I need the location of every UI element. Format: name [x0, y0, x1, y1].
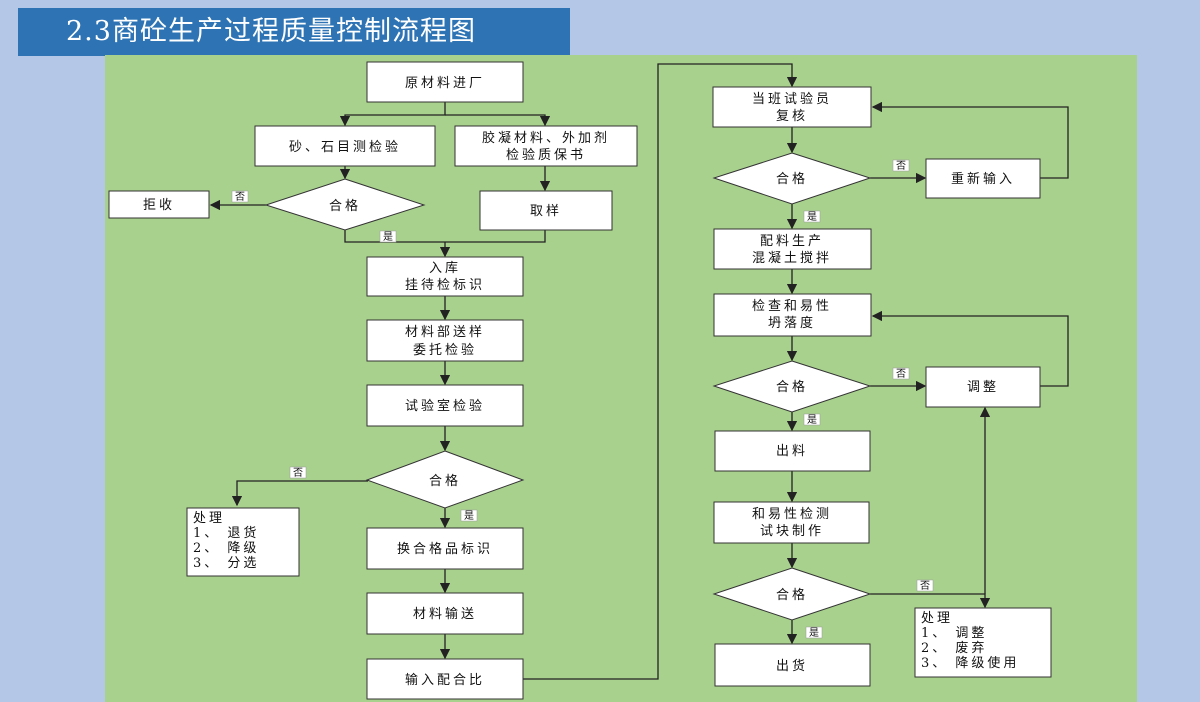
duty-tester-label-2: 复核: [776, 109, 808, 124]
lab-test-label: 试验室检验: [405, 398, 485, 414]
decision-pass-3: [712, 152, 872, 205]
gel-material-label: 胶凝材料、外加剂: [482, 130, 610, 146]
batching-label: 配料生产: [760, 234, 824, 249]
shipping-label: 出货: [776, 658, 808, 674]
duty-tester-label: 当班试验员: [752, 91, 832, 107]
decision-pass-2: [365, 450, 525, 509]
reject-box: [108, 190, 210, 219]
storage-box: [366, 256, 524, 297]
material-dept-label: 材料部送样: [405, 325, 485, 340]
duty-tester-box: [712, 86, 872, 128]
reinput-box: [925, 158, 1041, 199]
branch-labels: 否 是 否 是 否 是 否 是 否 是: [231, 159, 934, 639]
adjust-label: 调整: [967, 380, 999, 395]
process-2-item-3: 3、 降级使用: [921, 655, 1019, 671]
transport-box: [366, 592, 524, 635]
raw-material-label: 原材料进厂: [405, 76, 485, 91]
material-dept-label-2: 委托检验: [413, 342, 477, 358]
no-label-3: 否: [896, 160, 906, 172]
process-1-title: 处理: [193, 511, 225, 526]
workability-check-label-2: 坍落度: [768, 315, 816, 331]
reject-label: 拒收: [143, 198, 175, 213]
connectors: [209, 63, 1069, 680]
workability-check-label: 检查和易性: [752, 299, 832, 314]
lab-test-box: [366, 384, 524, 427]
workability-check-box: [713, 293, 872, 337]
shipping-box: [714, 643, 871, 687]
storage-label-2: 挂待检标识: [405, 278, 485, 293]
material-dept-box: [366, 319, 524, 362]
batching-label-2: 混凝土搅拌: [752, 250, 832, 266]
sample-box: [479, 190, 613, 231]
input-ratio-box: [366, 658, 524, 700]
no-label-2: 否: [293, 467, 303, 479]
storage-label: 入库: [429, 260, 461, 276]
yes-label-4: 是: [807, 414, 817, 426]
process-1-item-3: 3、 分选: [193, 556, 259, 571]
page-title: 2.3商砼生产过程质量控制流程图: [18, 8, 570, 56]
gel-material-box: [454, 125, 638, 167]
reinput-label: 重新输入: [951, 171, 1015, 187]
sand-stone-label: 砂、石目测检验: [289, 139, 401, 155]
yes-label-2: 是: [464, 510, 474, 522]
no-label-4: 否: [896, 368, 906, 380]
input-ratio-label: 输入配合比: [405, 672, 485, 688]
qualified-tag-label: 换合格品标识: [397, 541, 493, 557]
test-block-label: 和易性检测: [752, 507, 832, 522]
batching-box: [713, 228, 872, 270]
test-block-box: [713, 501, 870, 544]
test-block-label-2: 试块制作: [760, 524, 824, 539]
no-label-5: 否: [920, 580, 930, 592]
process-2-title: 处理: [921, 611, 953, 626]
process-box-1: [186, 507, 300, 577]
qualified-tag-box: [366, 527, 524, 570]
yes-label-5: 是: [809, 627, 819, 639]
raw-material-box: [366, 61, 524, 103]
process-box-2: [914, 607, 1052, 678]
no-label-1: 否: [235, 191, 245, 203]
process-1-item-2: 2、 降级: [193, 541, 259, 556]
gel-material-label-2: 检验质保书: [506, 147, 586, 163]
decision-pass-2-label: 合格: [429, 473, 461, 489]
decision-pass-3-label: 合格: [776, 171, 808, 187]
decision-pass-4: [712, 360, 872, 413]
adjust-box: [925, 366, 1041, 408]
discharge-box: [714, 430, 871, 472]
transport-label: 材料输送: [413, 606, 477, 622]
sample-label: 取样: [530, 204, 562, 219]
decision-pass-4-label: 合格: [776, 379, 808, 395]
process-1-item-1: 1、 退货: [193, 525, 259, 541]
discharge-label: 出料: [776, 444, 808, 459]
yes-label-1: 是: [383, 231, 393, 243]
decision-pass-5: [712, 567, 872, 621]
yes-label-3: 是: [807, 211, 817, 223]
process-2-item-1: 1、 调整: [921, 626, 987, 641]
process-2-item-2: 2、 废弃: [921, 640, 987, 656]
decision-pass-5-label: 合格: [776, 587, 808, 603]
decision-pass-1-label: 合格: [329, 198, 361, 214]
sand-stone-box: [254, 125, 436, 167]
decision-pass-1: [264, 178, 426, 231]
